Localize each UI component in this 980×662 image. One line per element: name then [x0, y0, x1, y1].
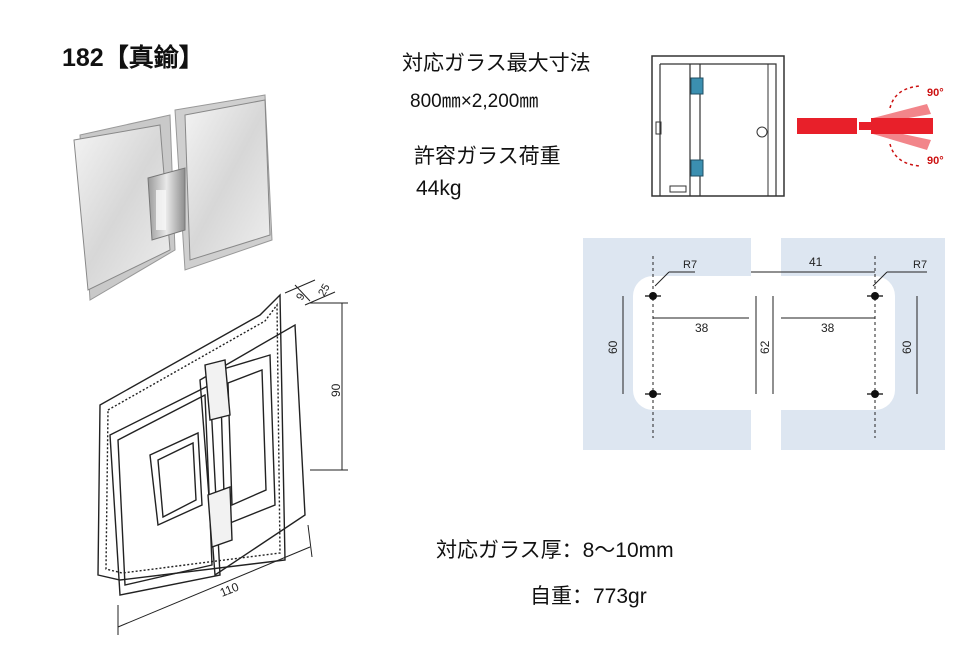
- front-plate-left: [73, 124, 171, 291]
- allowable-load-value: 44kg: [416, 177, 462, 200]
- radius-label-left: R7: [683, 259, 697, 271]
- gap-label: 41: [809, 255, 823, 269]
- product-photo: [73, 94, 273, 301]
- pitch-label-right: 60: [900, 340, 914, 354]
- dim-width-line: [117, 524, 313, 635]
- lower-hinge-marker: [690, 159, 704, 177]
- hinge-barrel: [147, 167, 186, 241]
- product-number: 182: [62, 44, 104, 72]
- door-swing-diagram: 90° 90°: [797, 85, 944, 167]
- upper-hinge-marker: [690, 77, 704, 95]
- dim-height-label: 90: [329, 383, 343, 397]
- dim-depth-label: 25: [316, 282, 333, 299]
- pitch-label-middle: 62: [758, 340, 772, 354]
- glass-panel-left: [583, 238, 751, 450]
- door-glass-panel: [871, 118, 933, 134]
- door-frame-diagram: [651, 55, 785, 197]
- hinge-technical-drawing: 110 90 9 25: [97, 279, 348, 635]
- swing-angle-top: 90°: [927, 87, 944, 99]
- max-glass-size-value: 800㎜×2,200㎜: [410, 91, 539, 112]
- glass-thickness-spec: 対応ガラス厚：8～10mm: [436, 539, 674, 562]
- front-plate-right: [184, 99, 271, 261]
- glass-hole-drawing: R7 R7 41 38 38 60 62 60: [583, 238, 945, 450]
- radius-label-right: R7: [913, 259, 927, 271]
- hinge-outline: [97, 293, 306, 596]
- dim-width-label: 110: [218, 580, 241, 600]
- dim-height-line: [310, 302, 348, 471]
- offset-label-left: 38: [695, 321, 709, 335]
- max-glass-size-label: 対応ガラス最大寸法: [402, 52, 591, 75]
- dim-depth-line: [284, 279, 336, 306]
- pitch-label-left: 60: [606, 340, 620, 354]
- product-title: 182【真鍮】: [62, 38, 204, 74]
- product-material: 【真鍮】: [103, 44, 204, 72]
- dim-thickness-label: 9: [294, 291, 307, 302]
- offset-label-right: 38: [821, 321, 835, 335]
- allowable-load-label: 許容ガラス荷重: [414, 145, 561, 168]
- fixed-glass-panel: [797, 118, 857, 134]
- glass-panel-right: [781, 238, 945, 450]
- swing-angle-bottom: 90°: [927, 155, 944, 167]
- weight-spec: 自重：773gr: [530, 585, 647, 608]
